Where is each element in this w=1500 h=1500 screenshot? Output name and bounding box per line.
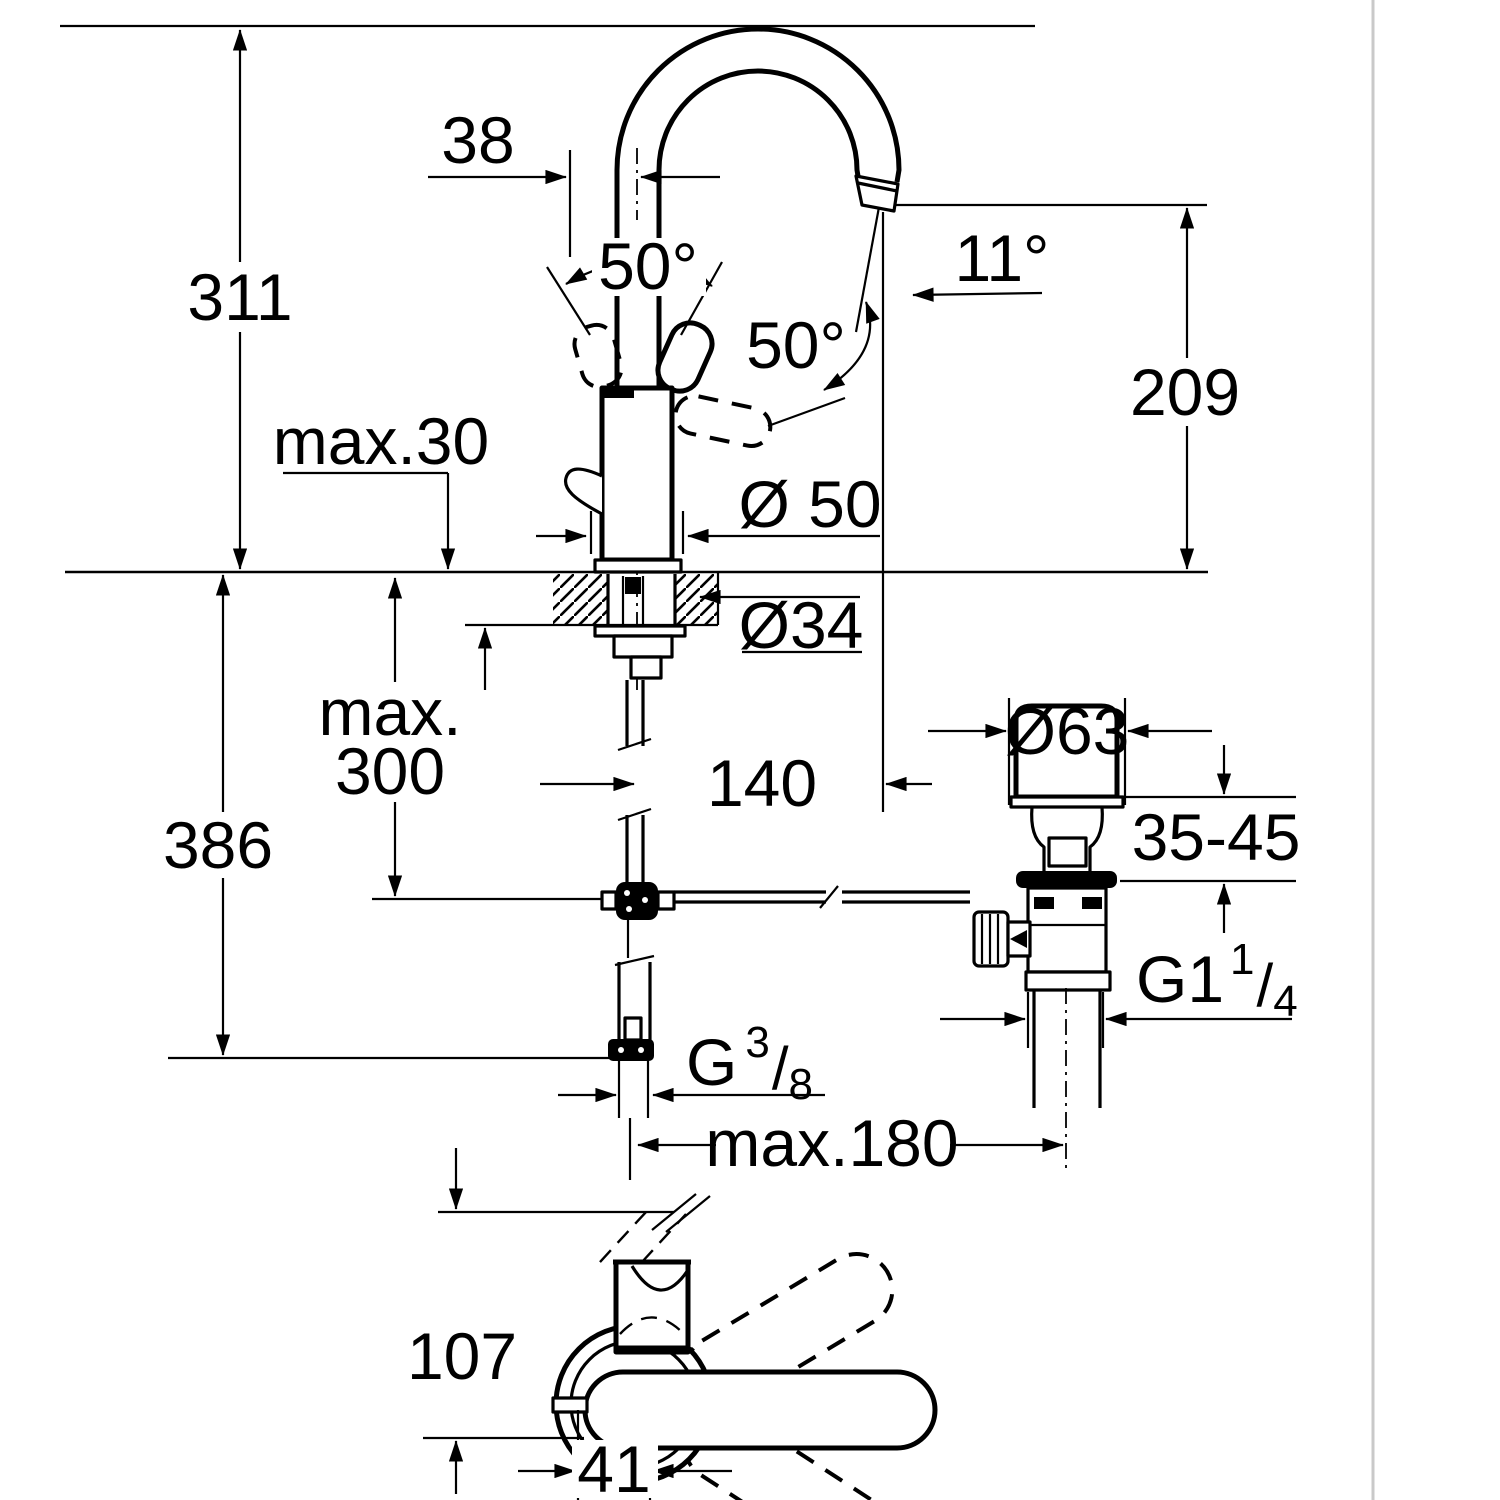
counter-hatch-left <box>553 574 608 625</box>
dim-swing-right-label: 50° <box>746 308 846 382</box>
dim-outlet-height-label: 209 <box>1130 355 1240 429</box>
knurl-dot <box>626 906 632 912</box>
clamp-arrow-detail <box>1010 930 1027 948</box>
dim-depth-label: 386 <box>163 808 273 882</box>
angle-leg-lower-right <box>767 396 846 428</box>
waste-neck-window <box>1047 836 1088 868</box>
label-backgrounds <box>160 238 1246 1498</box>
knurl-dot <box>638 1047 644 1053</box>
spout-outer-wall <box>614 26 902 400</box>
base-flange <box>593 558 683 574</box>
mounting-stud <box>629 655 663 680</box>
dim-waste-dia-label: Ø63 <box>1005 694 1130 768</box>
coupler-stub-left <box>600 890 618 911</box>
knurl-dot <box>642 897 648 903</box>
angle-leg-left <box>546 266 591 336</box>
faucet-body <box>599 385 675 563</box>
dim-spout-tube-label: 38 <box>441 103 514 177</box>
tail-break <box>614 954 655 967</box>
coupler-stub-right <box>656 890 676 911</box>
angle-arc-2 <box>823 301 880 391</box>
rod-coupler <box>616 882 658 920</box>
pipe-break-lower <box>617 807 652 822</box>
plan-spout-tube <box>613 1259 691 1355</box>
faucet-side-view <box>563 26 970 1180</box>
waste-slot-left <box>1034 897 1054 909</box>
pipe-break-upper <box>617 737 652 752</box>
plan-handle-pin <box>551 1396 589 1414</box>
dim-total-height-label: 311 <box>187 260 292 334</box>
aerator-ring-line <box>857 181 898 193</box>
aerator-tip <box>854 174 900 213</box>
popup-waste-view <box>972 698 1296 1172</box>
dim-clamp-range-label: 35-45 <box>1132 800 1301 874</box>
plan-projection-dash-1 <box>599 1211 647 1263</box>
plan-edge-break-2 <box>665 1195 711 1233</box>
dim-hose-max-line1: max. <box>318 675 461 749</box>
dim-rod-reach-label: max.180 <box>705 1106 958 1180</box>
plan-aerator-arc <box>630 1265 690 1292</box>
dim-base-dia-label: Ø 50 <box>738 467 881 541</box>
outlet-angle-leg <box>854 206 881 333</box>
waste-neck-left <box>1030 806 1046 871</box>
spout-inner-wall <box>656 68 861 390</box>
waste-flange <box>1009 795 1125 809</box>
faucet-plan-view <box>423 1193 938 1500</box>
rod-socket <box>625 577 641 594</box>
dim-spout-reach-label: 140 <box>707 746 817 820</box>
dimension-labels: 38 311 50° 50° 11° 209 max.30 Ø 50 Ø34 m… <box>163 103 1300 1500</box>
handle-dashed-left <box>572 322 624 390</box>
dim-plan-offset-label: 41 <box>577 1432 650 1500</box>
knurl-dot <box>618 1047 624 1053</box>
waste-neck-right <box>1088 806 1104 871</box>
angle-leg-right <box>680 261 723 336</box>
dim-plan-reach-label: 107 <box>407 1319 517 1393</box>
waste-slot-right <box>1082 897 1102 909</box>
handle-dashed-right <box>673 393 773 449</box>
tail-connector <box>623 1016 643 1042</box>
lever-side-profile <box>563 467 603 516</box>
dim-swing-left-label: 50° <box>598 229 698 303</box>
counter-hatch-right <box>675 574 718 625</box>
dim-hose-max-line2: 300 <box>335 734 445 808</box>
waste-ring <box>1024 970 1112 992</box>
dimension-lines <box>215 29 1292 1494</box>
rod-break-1 <box>819 885 839 909</box>
waste-push-cap <box>1013 703 1120 800</box>
dim-hole-dia-label: Ø34 <box>739 588 864 662</box>
plan-edge-break-1 <box>651 1193 697 1231</box>
dim-11deg-leader <box>912 287 1043 302</box>
waste-gasket <box>1016 871 1117 888</box>
body-logo-mark <box>604 389 634 398</box>
dim-deck-thickness-label: max.30 <box>273 404 489 478</box>
plan-projection-dash-2 <box>641 1213 687 1263</box>
knurl-dot <box>624 890 630 896</box>
compression-nut <box>608 1039 654 1061</box>
mounting-nut <box>612 634 674 659</box>
plan-hidden-riser-arc <box>619 1316 687 1337</box>
dim-outlet-angle-label: 11° <box>955 221 1050 295</box>
